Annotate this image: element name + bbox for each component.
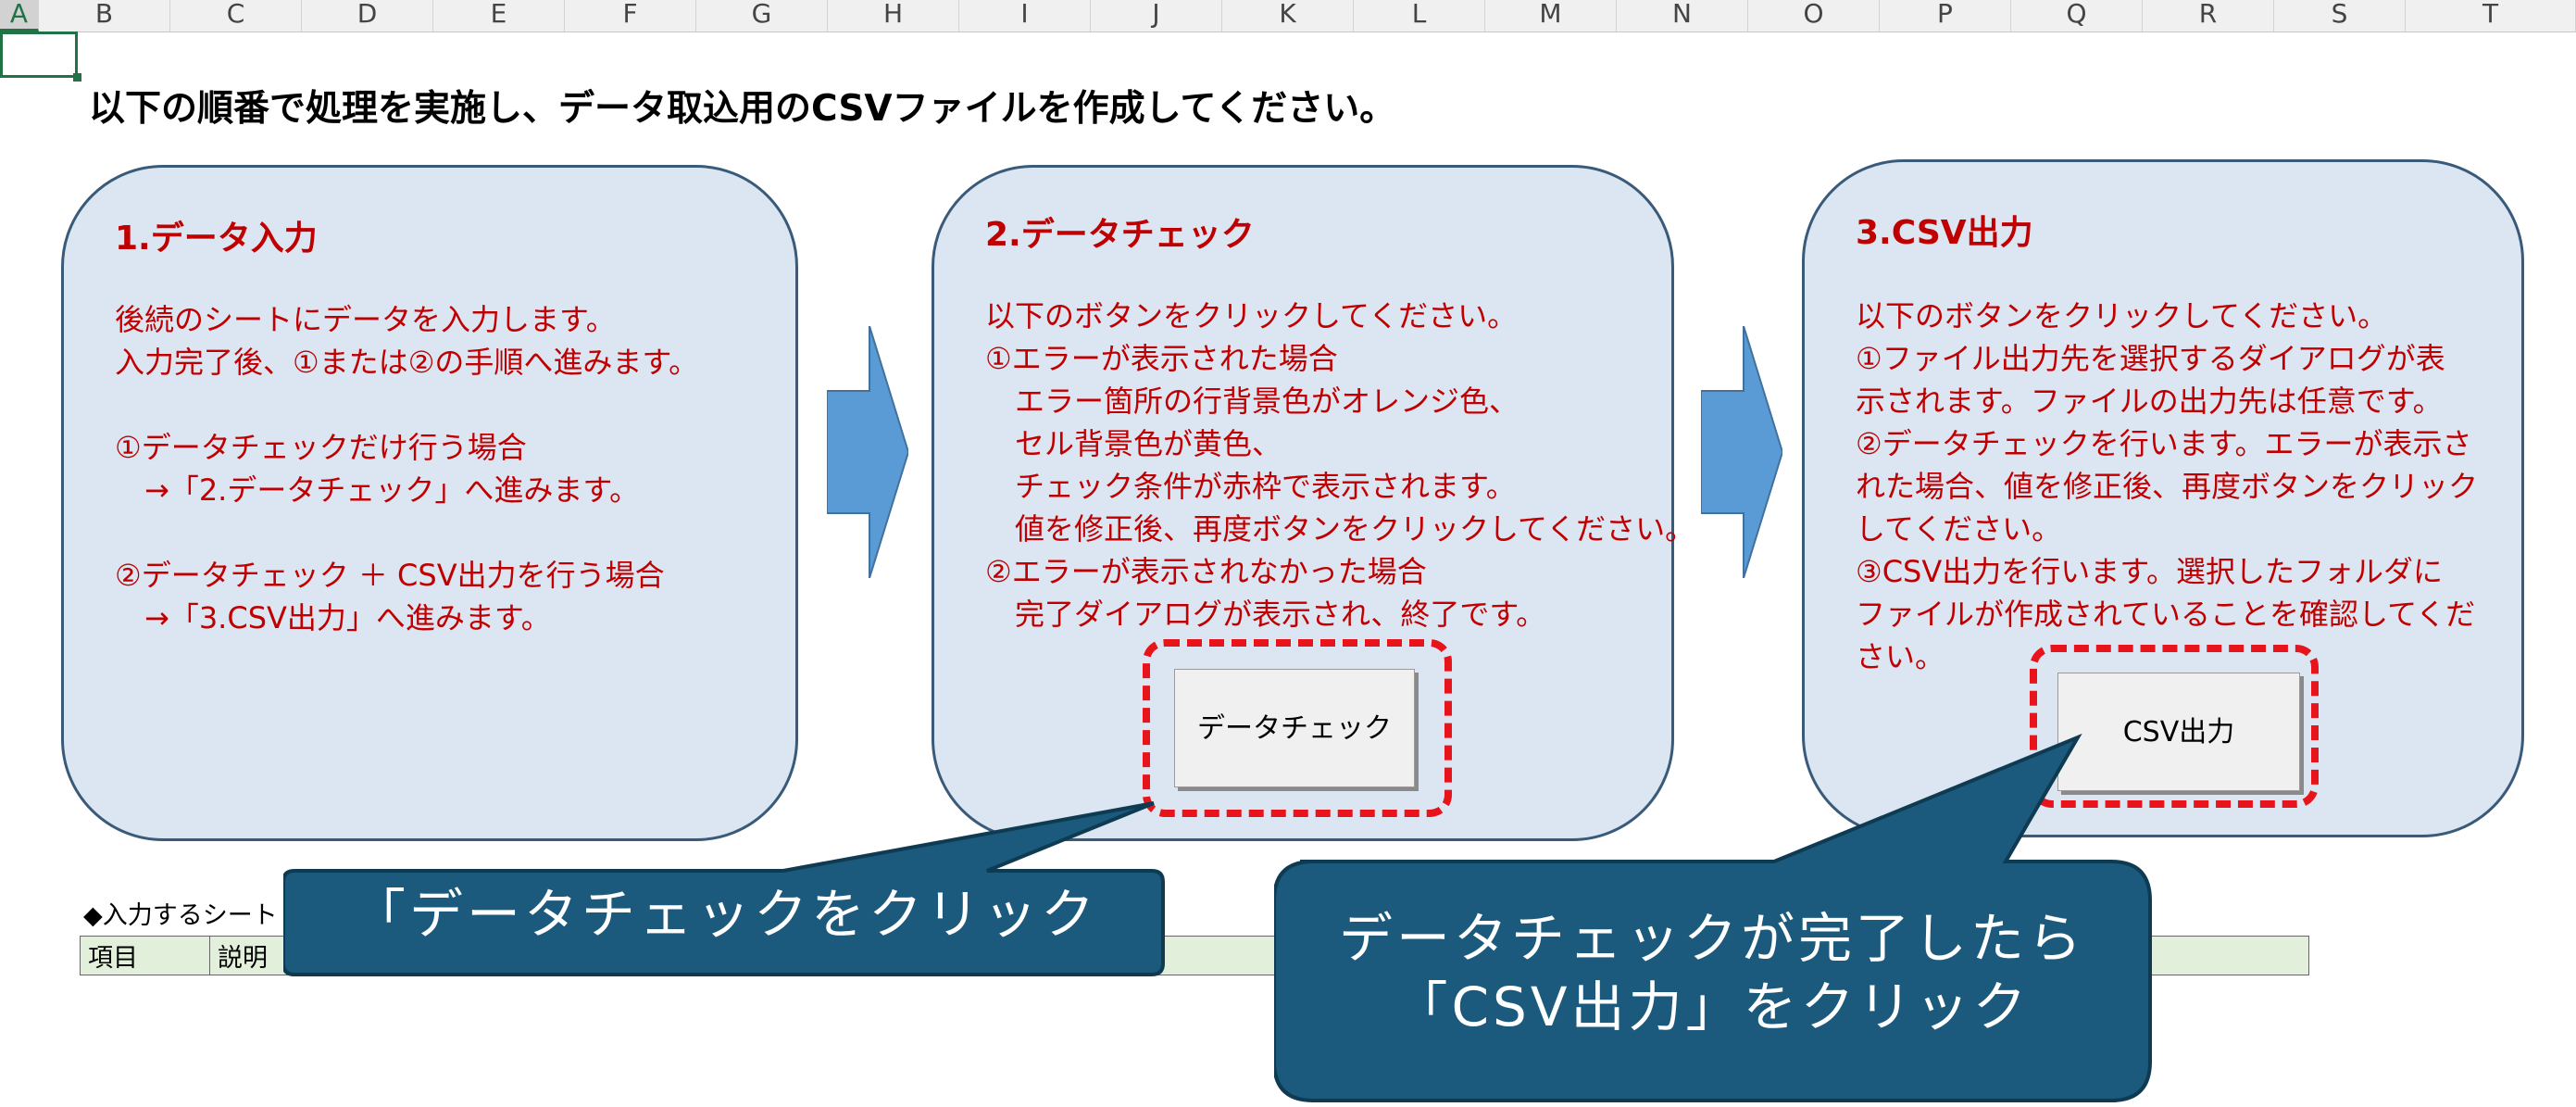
step2-line: ②エラーが表示されなかった場合: [985, 554, 1427, 589]
column-header-k[interactable]: K: [1222, 0, 1354, 31]
arrow-right-icon: [827, 326, 908, 578]
step2-line: セル背景色が黄色、: [985, 426, 1282, 461]
step3-line: ③CSV出力を行います。選択したフォルダに: [1856, 554, 2444, 589]
step1-line: 後続のシートにデータを入力します。: [115, 302, 616, 337]
column-header-m[interactable]: M: [1485, 0, 1617, 31]
column-header-t[interactable]: T: [2406, 0, 2576, 31]
step1-line: →「2.データチェック」へ進みます。: [115, 472, 640, 508]
step2-line: エラー箇所の行背景色がオレンジ色、: [985, 384, 1519, 419]
step2-line: チェック条件が赤枠で表示されます。: [985, 469, 1516, 504]
column-header-o[interactable]: O: [1748, 0, 1880, 31]
column-header-c[interactable]: C: [170, 0, 302, 31]
column-header-s[interactable]: S: [2274, 0, 2406, 31]
step2-line: 以下のボタンをクリックしてください。: [985, 298, 1518, 333]
column-header-b[interactable]: B: [39, 0, 170, 31]
callout-left-text: 「データチェックをクリック: [352, 883, 1099, 946]
callout-right-text-line2: 「CSV出力」をクリック: [1394, 975, 2031, 1038]
active-cell[interactable]: [0, 31, 81, 82]
column-header-r[interactable]: R: [2143, 0, 2274, 31]
step3-line: 示されます。ファイルの出力先は任意です。: [1856, 384, 2443, 419]
step3-line: れた場合、値を修正後、再度ボタンをクリック: [1856, 469, 2479, 504]
step1-line: 入力完了後、①または②の手順へ進みます。: [115, 345, 699, 380]
step3-line: さい。: [1856, 639, 1945, 674]
column-header-j[interactable]: J: [1091, 0, 1222, 31]
input-sheet-section-label: ◆入力するシート: [83, 901, 278, 930]
column-header-p[interactable]: P: [1880, 0, 2011, 31]
step3-line: ②データチェックを行います。エラーが表示さ: [1856, 426, 2472, 461]
column-header-q[interactable]: Q: [2011, 0, 2143, 31]
callout-left-shape: [283, 801, 1165, 976]
step1-line: ②データチェック ＋ CSV出力を行う場合: [115, 558, 665, 593]
column-header-l[interactable]: L: [1354, 0, 1485, 31]
step3-title: 3.CSV出力: [1856, 214, 2033, 252]
column-header-e[interactable]: E: [433, 0, 565, 31]
step3-line: 以下のボタンをクリックしてください。: [1856, 298, 2388, 333]
step1-line: →「3.CSV出力」へ進みます。: [115, 600, 551, 635]
csv-output-button-highlight: [2030, 645, 2319, 808]
step2-line: 完了ダイアログが表示され、終了です。: [985, 597, 1546, 632]
column-header-a[interactable]: A: [0, 0, 39, 31]
column-header-row: A B C D E F G H I J K L M N O P Q R S T: [0, 0, 2576, 32]
table-header-cell[interactable]: 項目: [80, 936, 210, 975]
instruction-heading: 以下の順番で処理を実施し、データ取込用のCSVファイルを作成してください。: [89, 88, 1396, 130]
step2-line: 値を修正後、再度ボタンをクリックしてください。: [985, 511, 1695, 547]
column-header-h[interactable]: H: [828, 0, 959, 31]
column-header-d[interactable]: D: [302, 0, 433, 31]
step1-line: ①データチェックだけ行う場合: [115, 430, 527, 465]
column-header-n[interactable]: N: [1617, 0, 1748, 31]
step1-title: 1.データ入力: [115, 220, 318, 258]
step3-line: ①ファイル出力先を選択するダイアログが表: [1856, 341, 2445, 376]
callout-right-shape: [1274, 733, 2152, 1102]
callout-right-text-line1: データチェックが完了したら: [1338, 907, 2085, 970]
step2-title: 2.データチェック: [985, 216, 1255, 254]
column-header-f[interactable]: F: [565, 0, 696, 31]
data-check-button-highlight: [1143, 639, 1452, 817]
column-header-g[interactable]: G: [696, 0, 828, 31]
step2-line: ①エラーが表示された場合: [985, 341, 1338, 376]
step3-line: ファイルが作成されていることを確認してくだ: [1856, 597, 2476, 632]
data-check-button[interactable]: データチェック: [1174, 669, 1415, 787]
arrow-right-icon: [1701, 326, 1782, 578]
step1-panel: [61, 165, 798, 841]
csv-output-button[interactable]: CSV出力: [2057, 673, 2300, 791]
step3-line: してください。: [1856, 511, 2062, 547]
column-header-i[interactable]: I: [959, 0, 1091, 31]
